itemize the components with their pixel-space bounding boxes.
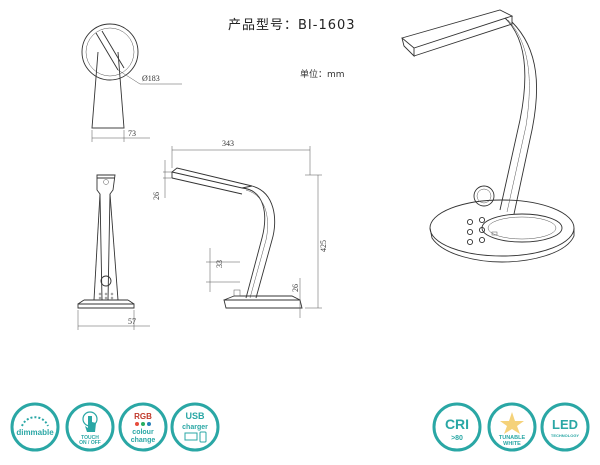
height-dimension: 425	[319, 240, 328, 252]
led-icon: LED TECHNOLOGY	[540, 402, 590, 452]
head-thickness-dimension: 26	[152, 192, 161, 200]
top-view: Ø183 73	[81, 23, 182, 142]
rgb-badge: RGB colour change	[118, 402, 168, 452]
dimmable-label: dimmable	[16, 428, 54, 437]
touch-label-line2: ON / OFF	[79, 440, 101, 446]
touch-label-line1: TOUCH	[81, 435, 99, 441]
technical-drawing: Ø183 73 57	[77, 9, 575, 330]
led-badge: LED TECHNOLOGY	[540, 402, 590, 452]
cri-label: CRI	[445, 416, 469, 432]
rgb-title: RGB	[134, 412, 152, 421]
rgb-label-line1: colour	[132, 429, 154, 436]
front-width-dimension: 57	[128, 317, 136, 326]
usb-label-line2: charger	[182, 424, 208, 431]
tunable-label-line2: WHITE	[503, 441, 521, 447]
usb-label-line1: USB	[185, 411, 205, 421]
diameter-dimension: Ø183	[142, 74, 160, 83]
depth-dimension: 73	[128, 129, 136, 138]
usb-icon: USB charger	[170, 402, 220, 452]
dimmable-icon: dimmable	[10, 402, 60, 452]
perspective-view	[401, 9, 575, 263]
led-sublabel: TECHNOLOGY	[551, 433, 580, 438]
cri-icon: CRI >80	[432, 402, 482, 452]
led-label: LED	[552, 417, 578, 432]
usb-badge: USB charger	[170, 402, 220, 452]
button-offset-dimension: 33	[215, 260, 224, 268]
front-view: 57	[77, 174, 150, 330]
cri-value: >80	[451, 435, 463, 442]
base-height-dimension: 26	[291, 284, 300, 292]
feature-icons: dimmable TOUCH ON / OFF RGB colour chang…	[0, 402, 600, 462]
tunable-white-icon: TUNABLE WHITE	[487, 402, 537, 452]
rgb-icon: RGB colour change	[118, 402, 168, 452]
cri-badge: CRI >80	[432, 402, 482, 452]
side-width-dimension: 343	[222, 139, 234, 148]
product-model-title: 产品型号：BI-1603	[228, 18, 356, 33]
unit-label: 单位：mm	[300, 70, 345, 80]
tunable-label-line1: TUNABLE	[499, 435, 526, 441]
side-view: 343 26 425 26 33	[152, 139, 328, 318]
tunable-badge: TUNABLE WHITE	[487, 402, 537, 452]
touch-badge: TOUCH ON / OFF	[65, 402, 115, 452]
rgb-label-line2: change	[131, 437, 156, 444]
touch-icon: TOUCH ON / OFF	[65, 402, 115, 452]
dimmable-badge: dimmable	[10, 402, 60, 452]
